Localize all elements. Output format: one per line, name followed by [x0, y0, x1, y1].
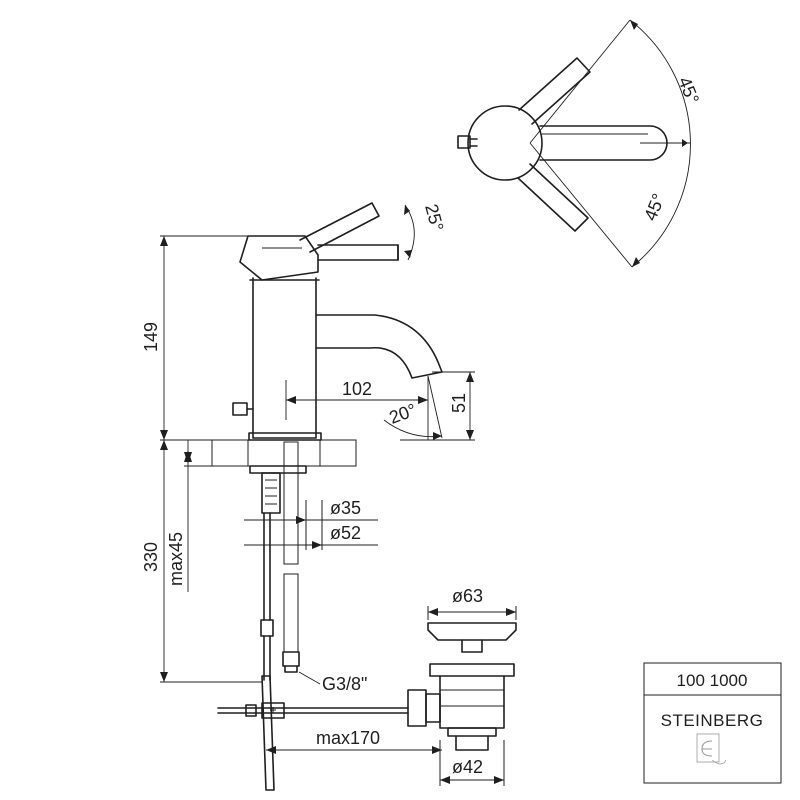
angle-rotate-bottom-label: 45°	[640, 191, 669, 224]
brand-logo-icon	[696, 733, 727, 765]
title-block: 100 1000 STEINBERG	[643, 662, 782, 784]
diameter-shank-label: ø35	[330, 498, 361, 518]
brand-name: STEINBERG	[661, 711, 764, 730]
thread-label: G3/8"	[322, 674, 367, 694]
waste-rod-max-label: max170	[316, 728, 380, 748]
vertical-dims: 330 max45 G3/8"	[141, 440, 367, 694]
pop-up-waste: ø63 max170 ø42	[217, 586, 517, 791]
spout-reach-label: 102	[342, 379, 372, 399]
waste-body-diameter-label: ø42	[452, 757, 483, 777]
angle-rotate-top-label: 45°	[674, 74, 703, 107]
deck-section	[211, 439, 357, 514]
diameter-dims: ø35 ø52	[244, 498, 378, 550]
spout-angle-label: 20°	[387, 400, 419, 428]
max-deck-thickness-label: max45	[166, 532, 186, 586]
top-view: 45° 45°	[457, 19, 703, 268]
spout-height-label: 51	[449, 393, 469, 413]
length-hoses-label: 330	[141, 542, 161, 572]
faucet-side-view: 25° 149 102 51 20°	[141, 202, 475, 441]
angle-lever-tilt-label: 25°	[421, 202, 447, 233]
waste-cap-diameter-label: ø63	[452, 586, 483, 606]
supply-hoses	[260, 441, 300, 681]
diameter-base-label: ø52	[330, 523, 361, 543]
height-body-label: 149	[141, 322, 161, 352]
product-code: 100 1000	[677, 671, 748, 690]
